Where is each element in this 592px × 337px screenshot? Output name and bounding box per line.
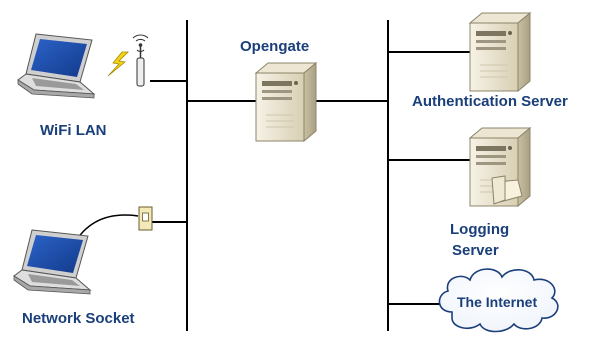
server-icon — [469, 12, 531, 92]
laptop-icon — [17, 33, 95, 99]
laptop-icon — [13, 229, 91, 295]
internet-label: The Internet — [457, 294, 538, 310]
network-socket-label: Network Socket — [22, 310, 135, 327]
cloud-icon — [438, 268, 559, 333]
document-icon — [491, 175, 523, 205]
logging-server-label-line1: Logging — [450, 221, 510, 238]
network-socket-icon — [138, 206, 153, 231]
auth-server-label: Authentication Server — [412, 93, 568, 110]
opengate-label: Opengate — [240, 38, 310, 55]
wireless-antenna-icon — [132, 34, 149, 87]
lightning-icon — [107, 51, 129, 77]
logging-server-label-line2: Server — [452, 242, 499, 259]
wifi-lan-label: WiFi LAN — [40, 122, 107, 139]
server-icon — [255, 62, 317, 142]
